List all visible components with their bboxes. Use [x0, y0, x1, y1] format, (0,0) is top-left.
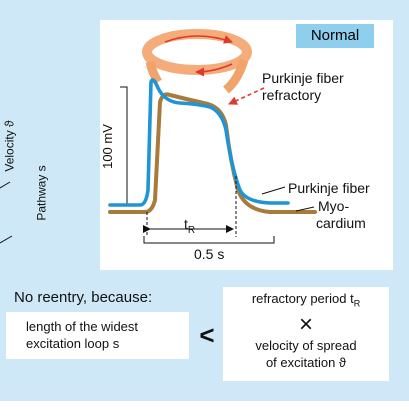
- purkinje-fiber-label: Purkinje fiber: [288, 180, 370, 196]
- right-condition-line1: refractory period tR: [223, 290, 389, 313]
- velocity-label: Velocity ϑ: [2, 120, 17, 172]
- myocardium-line2: cardium: [316, 215, 366, 231]
- pathway-axis-fragment: [0, 235, 13, 244]
- purkinje-trace: [108, 78, 290, 207]
- myocardium-line1: Myo-: [318, 198, 350, 214]
- excitation-ring-right-leg: [222, 58, 249, 94]
- t-r-subscript: R: [187, 224, 196, 236]
- times-operator: ×: [298, 310, 313, 338]
- purkinje-refractory-line2: refractory: [262, 87, 322, 103]
- myocardium-trace: [108, 92, 317, 214]
- t-r-label: tR: [184, 216, 195, 236]
- right-condition-text: refractory period tR × velocity of sprea…: [223, 290, 389, 371]
- velocity-axis-fragment: [0, 181, 11, 189]
- t-r-text: t: [184, 216, 188, 232]
- normal-badge: Normal: [296, 24, 374, 48]
- normal-badge-label: Normal: [310, 27, 360, 44]
- purkinje-refractory-label: Purkinje fiber refractory: [262, 70, 344, 104]
- amplitude-label: 100 mV: [99, 124, 115, 169]
- purkinje-refractory-line1: Purkinje fiber: [262, 70, 344, 86]
- conclusion-heading: No reentry, because:: [14, 289, 153, 306]
- time-scale-bracket: [143, 236, 275, 244]
- myocardium-leader: [295, 206, 315, 212]
- right-condition-line3: of excitation ϑ: [265, 354, 347, 370]
- ring-arrow-bottom: [195, 63, 233, 77]
- pathway-label: Pathway s: [34, 165, 49, 221]
- right-condition-box: [223, 287, 389, 381]
- left-condition-line1: length of the widest: [26, 319, 139, 334]
- left-condition-box: [6, 312, 189, 359]
- time-scale-label: 0.5 s: [194, 246, 225, 262]
- purkinje-leader: [261, 186, 286, 195]
- refractory-period-subscript: R: [353, 298, 361, 309]
- left-condition-text: length of the widest excitation loop s: [6, 318, 189, 352]
- excitation-ring-left-leg: [145, 61, 162, 85]
- myocardium-label: Myo- cardium: [316, 198, 366, 232]
- refractory-period-text: refractory period t: [251, 291, 354, 306]
- ring-arrow-top: [164, 35, 233, 44]
- left-condition-line2: excitation loop s: [26, 336, 120, 351]
- less-than-operator: <: [199, 320, 215, 350]
- right-condition-line2: velocity of spread: [255, 337, 357, 353]
